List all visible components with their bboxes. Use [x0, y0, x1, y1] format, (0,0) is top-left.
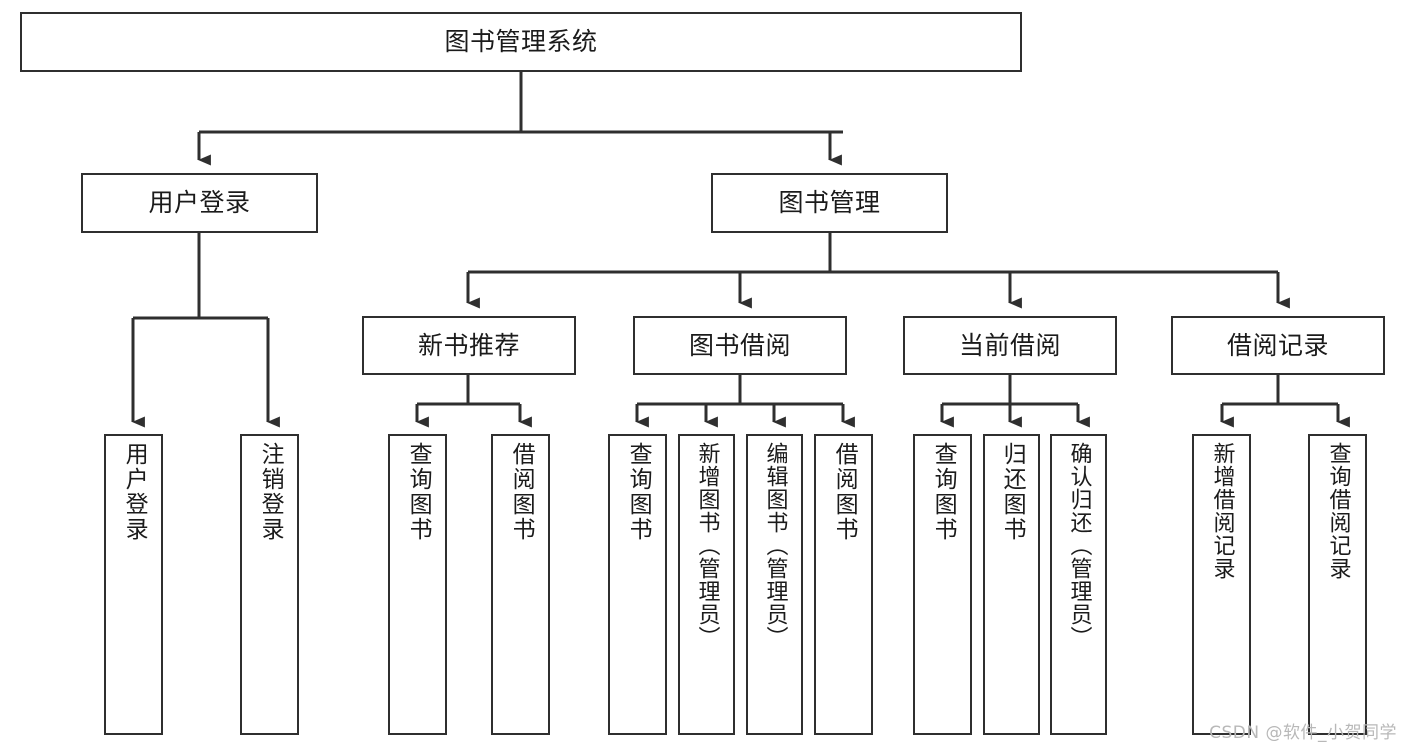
node-leaf-user-logout[interactable]: 注销登录 [240, 434, 299, 735]
node-current-borrow[interactable]: 当前借阅 [903, 316, 1117, 375]
node-label-current-borrow: 当前借阅 [958, 330, 1061, 360]
node-book-manage[interactable]: 图书管理 [711, 173, 948, 233]
node-leaf-add-record[interactable]: 新增借阅记录 [1192, 434, 1251, 735]
node-label-leaf-borrow-book-borrow: 借阅图书 [831, 442, 858, 542]
node-leaf-user-login[interactable]: 用户登录 [104, 434, 163, 735]
node-label-borrow-record: 借阅记录 [1226, 330, 1329, 360]
node-leaf-borrow-book-new[interactable]: 借阅图书 [491, 434, 550, 735]
node-label-user-login: 用户登录 [148, 188, 251, 218]
node-leaf-query-book-new[interactable]: 查询图书 [388, 434, 447, 735]
node-label-leaf-confirm-return: 确认归还（管理员） [1066, 442, 1092, 649]
node-label-leaf-add-record: 新增借阅记录 [1209, 442, 1235, 580]
node-leaf-query-record[interactable]: 查询借阅记录 [1308, 434, 1367, 735]
node-label-leaf-user-login: 用户登录 [121, 442, 148, 542]
node-label-leaf-query-book-current: 查询图书 [930, 442, 957, 542]
node-leaf-borrow-book-borrow[interactable]: 借阅图书 [814, 434, 873, 735]
node-leaf-query-book-current[interactable]: 查询图书 [913, 434, 972, 735]
node-label-leaf-query-book-borrow: 查询图书 [625, 442, 652, 542]
node-leaf-return-book[interactable]: 归还图书 [983, 434, 1040, 735]
node-leaf-confirm-return[interactable]: 确认归还（管理员） [1050, 434, 1107, 735]
node-label-leaf-edit-book: 编辑图书（管理员） [762, 442, 788, 649]
node-borrow-record[interactable]: 借阅记录 [1171, 316, 1385, 375]
node-label-leaf-user-logout: 注销登录 [257, 442, 284, 542]
node-user-login[interactable]: 用户登录 [81, 173, 318, 233]
node-book-borrow[interactable]: 图书借阅 [633, 316, 847, 375]
node-label-root: 图书管理系统 [444, 27, 598, 57]
node-label-leaf-add-book: 新增图书（管理员） [694, 442, 720, 649]
node-new-book-recommend[interactable]: 新书推荐 [362, 316, 576, 375]
node-label-leaf-borrow-book-new: 借阅图书 [508, 442, 535, 542]
node-label-book-manage: 图书管理 [778, 188, 881, 218]
node-root-system[interactable]: 图书管理系统 [20, 12, 1022, 72]
node-label-leaf-query-record: 查询借阅记录 [1325, 442, 1351, 580]
node-leaf-add-book[interactable]: 新增图书（管理员） [678, 434, 735, 735]
node-label-leaf-return-book: 归还图书 [999, 442, 1026, 542]
node-leaf-edit-book[interactable]: 编辑图书（管理员） [746, 434, 803, 735]
node-label-book-borrow: 图书借阅 [688, 330, 791, 360]
node-label-leaf-query-book-new: 查询图书 [405, 442, 432, 542]
node-leaf-query-book-borrow[interactable]: 查询图书 [608, 434, 667, 735]
node-label-new-book-recommend: 新书推荐 [417, 330, 520, 360]
